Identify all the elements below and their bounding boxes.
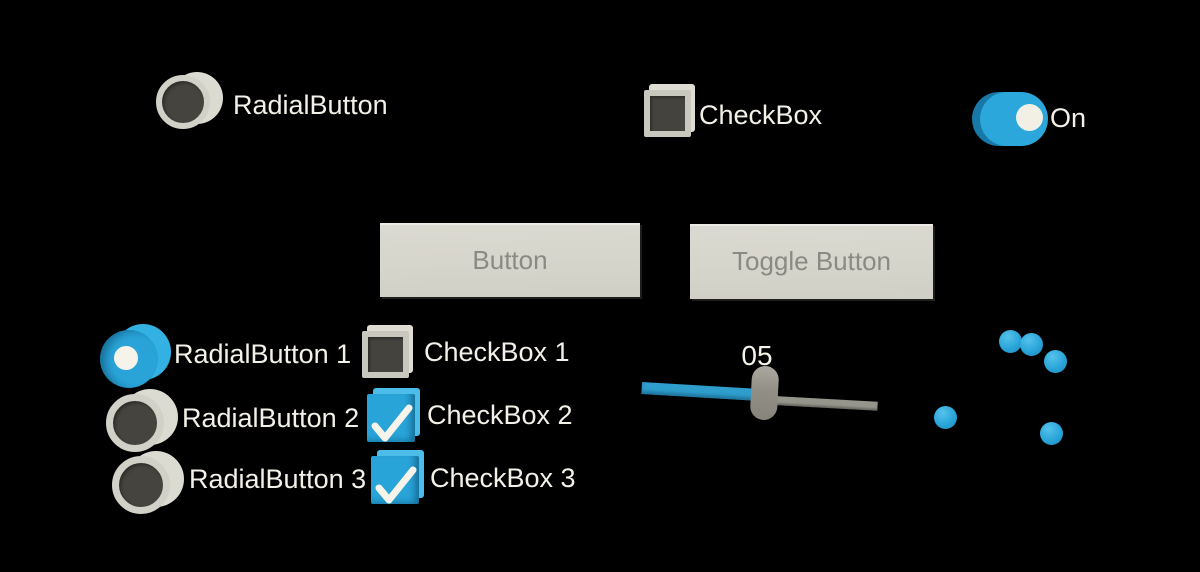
checkbox-3[interactable]	[371, 450, 429, 510]
slider-track-filled[interactable]	[641, 382, 758, 401]
radio-face	[112, 456, 170, 514]
sphere[interactable]	[1044, 350, 1067, 373]
button[interactable]: Button	[380, 223, 640, 297]
toggle-switch[interactable]	[972, 92, 1048, 146]
checkbox-3-label: CheckBox 3	[430, 463, 576, 493]
toggle-button[interactable]: Toggle Button	[690, 224, 933, 299]
checkbox-1-label: CheckBox 1	[424, 337, 570, 367]
radio-selected-dot-icon	[114, 346, 138, 370]
check-icon	[375, 466, 417, 504]
radial-button-1-label: RadialButton 1	[174, 339, 352, 369]
button-label: Button	[472, 244, 548, 275]
checkbox-2[interactable]	[367, 388, 425, 448]
checkbox-1[interactable]	[362, 325, 420, 385]
toggle-state-label: On	[1050, 103, 1087, 133]
radial-button-demo-label: RadialButton	[233, 90, 388, 120]
checkbox-demo-label: CheckBox	[699, 100, 823, 130]
toggle-knob-icon	[1016, 104, 1043, 131]
sphere[interactable]	[934, 406, 957, 429]
slider-thumb[interactable]	[749, 365, 780, 421]
slider-track[interactable]	[773, 396, 878, 411]
checkbox-2-label: CheckBox 2	[427, 400, 573, 430]
radial-button-demo[interactable]	[156, 72, 242, 136]
radio-face	[156, 75, 210, 129]
sphere[interactable]	[999, 330, 1022, 353]
sphere[interactable]	[1040, 422, 1063, 445]
radial-button-2[interactable]	[106, 389, 192, 454]
checkbox-face	[362, 331, 409, 378]
radial-button-3[interactable]	[112, 451, 198, 516]
radial-button-2-label: RadialButton 2	[182, 403, 360, 433]
toggle-button-label: Toggle Button	[731, 246, 891, 276]
checkbox-demo[interactable]	[644, 84, 702, 144]
radio-face	[106, 394, 164, 452]
check-icon	[371, 404, 413, 442]
checkbox-face	[644, 90, 691, 137]
radial-button-1[interactable]	[100, 324, 186, 390]
radial-button-3-label: RadialButton 3	[189, 464, 367, 494]
sphere[interactable]	[1020, 333, 1043, 356]
